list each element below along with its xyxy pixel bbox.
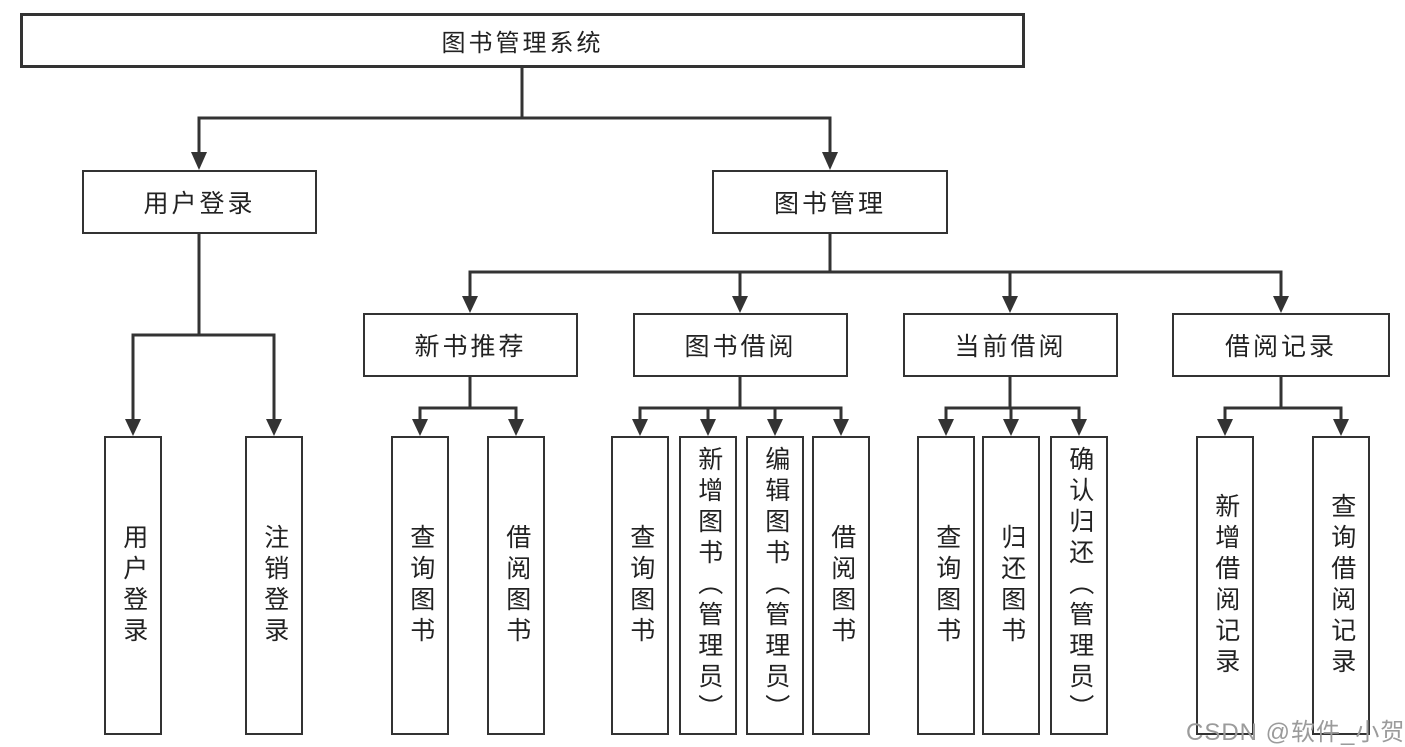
arrowhead-icon: [412, 419, 428, 436]
leaf-query-books-current: 查询图书: [917, 436, 975, 735]
leaf-user-login-label: 用户登录: [119, 523, 148, 648]
arrowhead-icon: [1002, 296, 1018, 313]
leaf-query-books-borrowing: 查询图书: [611, 436, 669, 735]
leaf-return-book: 归还图书: [982, 436, 1040, 735]
arrowhead-icon: [822, 152, 838, 170]
arrowhead-icon: [266, 419, 282, 436]
leaf-confirm-return-admin-label: 确认归还（管理员）: [1065, 446, 1094, 725]
leaf-return-book-label: 归还图书: [997, 523, 1026, 648]
arrowhead-icon: [732, 296, 748, 313]
arrowhead-icon: [508, 419, 524, 436]
leaf-edit-book-admin: 编辑图书（管理员）: [746, 436, 804, 735]
node-user-login-label: 用户登录: [143, 190, 256, 218]
arrowhead-icon: [938, 419, 954, 436]
arrowhead-icon: [1217, 419, 1233, 436]
arrowhead-icon: [1333, 419, 1349, 436]
node-root-label: 图书管理系统: [441, 30, 604, 57]
node-borrowing-records: 借阅记录: [1172, 313, 1390, 377]
leaf-borrow-books-borrowing-label: 借阅图书: [827, 523, 856, 648]
leaf-edit-book-admin-label: 编辑图书（管理员）: [761, 446, 790, 725]
arrowhead-icon: [125, 419, 141, 436]
leaf-add-book-admin: 新增图书（管理员）: [679, 436, 737, 735]
leaf-user-login: 用户登录: [104, 436, 162, 735]
node-current-borrowing-label: 当前借阅: [954, 333, 1067, 361]
node-new-book-recommend-label: 新书推荐: [414, 333, 527, 361]
arrowhead-icon: [1071, 419, 1087, 436]
arrowhead-icon: [1003, 419, 1019, 436]
arrowhead-icon: [191, 152, 207, 170]
node-root: 图书管理系统: [20, 13, 1025, 68]
arrowhead-icon: [767, 419, 783, 436]
leaf-add-borrow-record: 新增借阅记录: [1196, 436, 1254, 735]
node-new-book-recommend: 新书推荐: [363, 313, 578, 377]
leaf-logout-label: 注销登录: [260, 523, 289, 648]
arrowhead-icon: [1273, 296, 1289, 313]
leaf-query-books-recommend-label: 查询图书: [406, 523, 435, 648]
node-book-borrowing-label: 图书借阅: [684, 333, 797, 361]
leaf-logout: 注销登录: [245, 436, 303, 735]
node-book-borrowing: 图书借阅: [633, 313, 848, 377]
leaf-borrow-books-borrowing: 借阅图书: [812, 436, 870, 735]
leaf-add-book-admin-label: 新增图书（管理员）: [694, 446, 723, 725]
arrowhead-icon: [632, 419, 648, 436]
arrowhead-icon: [462, 296, 478, 313]
node-book-management-label: 图书管理: [773, 190, 886, 218]
arrowhead-icon: [833, 419, 849, 436]
leaf-query-books-current-label: 查询图书: [932, 523, 961, 648]
leaf-add-borrow-record-label: 新增借阅记录: [1211, 492, 1240, 679]
leaf-query-books-recommend: 查询图书: [391, 436, 449, 735]
csdn-watermark: CSDN @软件_小贺同学: [1186, 719, 1405, 746]
leaf-confirm-return-admin: 确认归还（管理员）: [1050, 436, 1108, 735]
node-borrowing-records-label: 借阅记录: [1224, 333, 1337, 361]
leaf-borrow-books-recommend-label: 借阅图书: [502, 523, 531, 648]
leaf-query-borrow-record-label: 查询借阅记录: [1327, 492, 1356, 679]
node-current-borrowing: 当前借阅: [903, 313, 1118, 377]
leaf-query-books-borrowing-label: 查询图书: [626, 523, 655, 648]
leaf-query-borrow-record: 查询借阅记录: [1312, 436, 1370, 735]
node-user-login: 用户登录: [82, 170, 317, 234]
arrowhead-icon: [700, 419, 716, 436]
leaf-borrow-books-recommend: 借阅图书: [487, 436, 545, 735]
node-book-management: 图书管理: [712, 170, 948, 234]
